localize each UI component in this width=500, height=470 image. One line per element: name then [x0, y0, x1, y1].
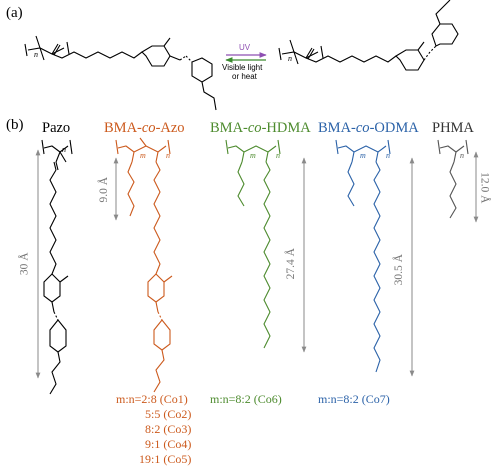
title-bma-odma-co: co: [355, 120, 370, 136]
dim-label-hdma: 27.4 Å: [284, 248, 297, 280]
ratio-co1: m:n=2:8 (Co1): [116, 392, 188, 406]
bma-odma-structure: [335, 139, 391, 373]
ratio-co3: 8:2 (Co3): [145, 422, 192, 436]
subscript-n-azo: n: [166, 151, 170, 160]
dimension-arrows: [35, 149, 479, 379]
subscript-n-a2: n: [288, 54, 292, 63]
subscript-m-azo: m: [140, 151, 146, 160]
ratio-co5: 19:1 (Co5): [139, 452, 192, 466]
subscript-n-a1: n: [34, 50, 38, 59]
bma-azo-structure: [115, 137, 173, 393]
ratio-co4: 9:1 (Co4): [145, 437, 192, 451]
dim-label-azo: 9.0 Å: [98, 176, 111, 203]
dim-label-pazo: 30 Å: [18, 252, 31, 276]
title-bma-azo-post: -Azo: [155, 120, 185, 136]
subscript-n-phma: n: [460, 151, 464, 160]
heat-label: or heat: [232, 72, 257, 81]
trans-azo-structure: [24, 35, 217, 111]
title-bma-hdma-post: -HDMA: [261, 120, 311, 136]
subscript-n-pazo: n: [62, 145, 66, 154]
title-bma-azo-pre: BMA-: [104, 120, 142, 136]
ratio-co2: 5:5 (Co2): [145, 407, 192, 421]
photo-switch-arrows: [225, 52, 267, 63]
subscript-m-hdma: m: [250, 151, 256, 160]
title-bma-odma-pre: BMA-: [318, 120, 356, 136]
title-pazo: Pazo: [42, 121, 70, 136]
title-bma-azo: BMA-co-Azo: [104, 121, 185, 136]
ratio-co6: m:n=8:2 (Co6): [210, 392, 282, 406]
panel-label-a: (a): [6, 5, 23, 21]
title-bma-odma-post: -ODMA: [369, 120, 419, 136]
title-bma-hdma-pre: BMA-: [210, 120, 248, 136]
subscript-n-odma: n: [386, 151, 390, 160]
panel-label-b: (b): [6, 117, 24, 133]
subscript-m-odma: m: [360, 151, 366, 160]
pazo-structure: [41, 139, 73, 395]
cis-azo-structure: [278, 0, 459, 71]
uv-label: UV: [239, 43, 251, 52]
title-phma: PHMA: [432, 121, 474, 136]
title-phma-text: PHMA: [432, 120, 474, 136]
title-bma-azo-co: co: [141, 120, 156, 136]
ratio-co7: m:n=8:2 (Co7): [318, 392, 390, 406]
visible-light-label: Visible light: [222, 63, 263, 72]
subscript-n-hdma: n: [276, 151, 280, 160]
dim-label-odma: 30.5 Å: [392, 254, 405, 286]
dim-label-phma: 12.0 Å: [478, 172, 491, 204]
phma-structure: [437, 139, 469, 219]
title-bma-hdma-co: co: [247, 120, 262, 136]
bma-hdma-structure: [225, 139, 281, 349]
title-bma-odma: BMA-co-ODMA: [318, 121, 419, 136]
title-pazo-text: Pazo: [42, 120, 71, 136]
title-bma-hdma: BMA-co-HDMA: [210, 121, 311, 136]
